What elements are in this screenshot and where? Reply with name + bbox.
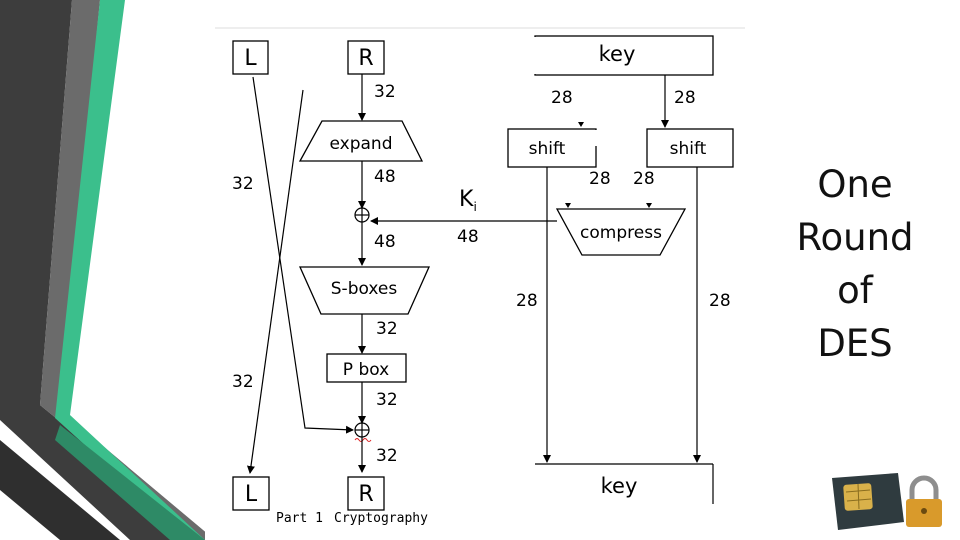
compress-right-tick	[646, 203, 652, 208]
shift-right-box	[646, 128, 734, 168]
r-top-box	[347, 40, 385, 75]
bits-expand-out: 48	[374, 167, 396, 187]
title-line-3: of	[837, 269, 873, 312]
key-top-label: key	[599, 42, 636, 66]
green-bottom-band	[55, 425, 205, 540]
pbox-box	[326, 353, 407, 383]
l-to-xor-line	[252, 76, 354, 434]
bits-key-right: 28	[674, 88, 696, 108]
des-round-diagram: L R 32 expand 48 48 S-boxes 32 P box 32 …	[215, 27, 745, 526]
bits-left-upper: 32	[232, 174, 254, 194]
bits-key-pass-left: 28	[516, 291, 538, 311]
l-top-box	[232, 40, 269, 75]
dark-stripe	[0, 0, 205, 540]
padlock-shackle	[909, 475, 939, 500]
sboxes-box	[298, 266, 431, 315]
compress-left-tick	[565, 203, 571, 208]
l-bottom-box	[232, 476, 270, 511]
bits-key-left: 28	[551, 88, 573, 108]
bits-xor-out: 48	[374, 232, 396, 252]
xor-squiggle	[354, 438, 372, 442]
bits-shift-right-out: 28	[633, 169, 655, 189]
key-top-mask	[531, 37, 537, 74]
bits-r-to-expand: 32	[374, 82, 396, 102]
l-top-label: L	[244, 46, 257, 71]
expand-box	[298, 120, 424, 162]
bits-shift-left-out: 28	[589, 169, 611, 189]
dark-bottom-band	[0, 440, 120, 540]
sim-card-padlock-icon	[832, 473, 942, 530]
sim-chip-line-3	[857, 483, 860, 510]
bits-pbox-out-value: 32	[376, 390, 398, 410]
r-bottom-box	[347, 476, 385, 511]
bits-r-final: 32	[376, 446, 398, 466]
r-to-l-line	[246, 89, 304, 474]
padlock-keyhole	[921, 508, 927, 514]
shift-left-label: shift	[529, 139, 566, 159]
key-bottom-label: key	[601, 474, 638, 498]
bits-sbox-out: 32	[376, 319, 398, 339]
compress-label: compress	[580, 223, 662, 243]
ki-label: Ki	[459, 187, 477, 214]
bits-ki: 48	[457, 227, 479, 247]
key-left-tick	[578, 122, 584, 127]
shift-left-mask	[591, 130, 599, 146]
pbox-label: P box	[343, 360, 389, 380]
slide-title: One Round of DES	[770, 158, 940, 370]
title-line-4: DES	[817, 322, 893, 365]
footer-part: Part 1	[276, 511, 323, 526]
expand-label: expand	[330, 134, 393, 154]
shift-right-label: shift	[670, 139, 707, 159]
bits-key-pass-right: 28	[709, 291, 731, 311]
title-line-1: One	[817, 163, 893, 206]
key-top-box	[534, 35, 714, 76]
title-line-2: Round	[796, 216, 914, 259]
r-bottom-label: R	[358, 482, 373, 507]
diagram-panel	[205, 20, 760, 540]
sboxes-label: S-boxes	[331, 279, 398, 299]
shift-left-box	[507, 128, 597, 168]
bits-left-lower: 32	[232, 372, 254, 392]
compress-box	[555, 208, 687, 256]
green-stripe	[55, 0, 205, 540]
footer-topic: Cryptography	[334, 511, 428, 526]
l-bottom-label: L	[245, 482, 258, 507]
r-top-label: R	[358, 46, 373, 71]
gray-stripe	[40, 0, 215, 540]
